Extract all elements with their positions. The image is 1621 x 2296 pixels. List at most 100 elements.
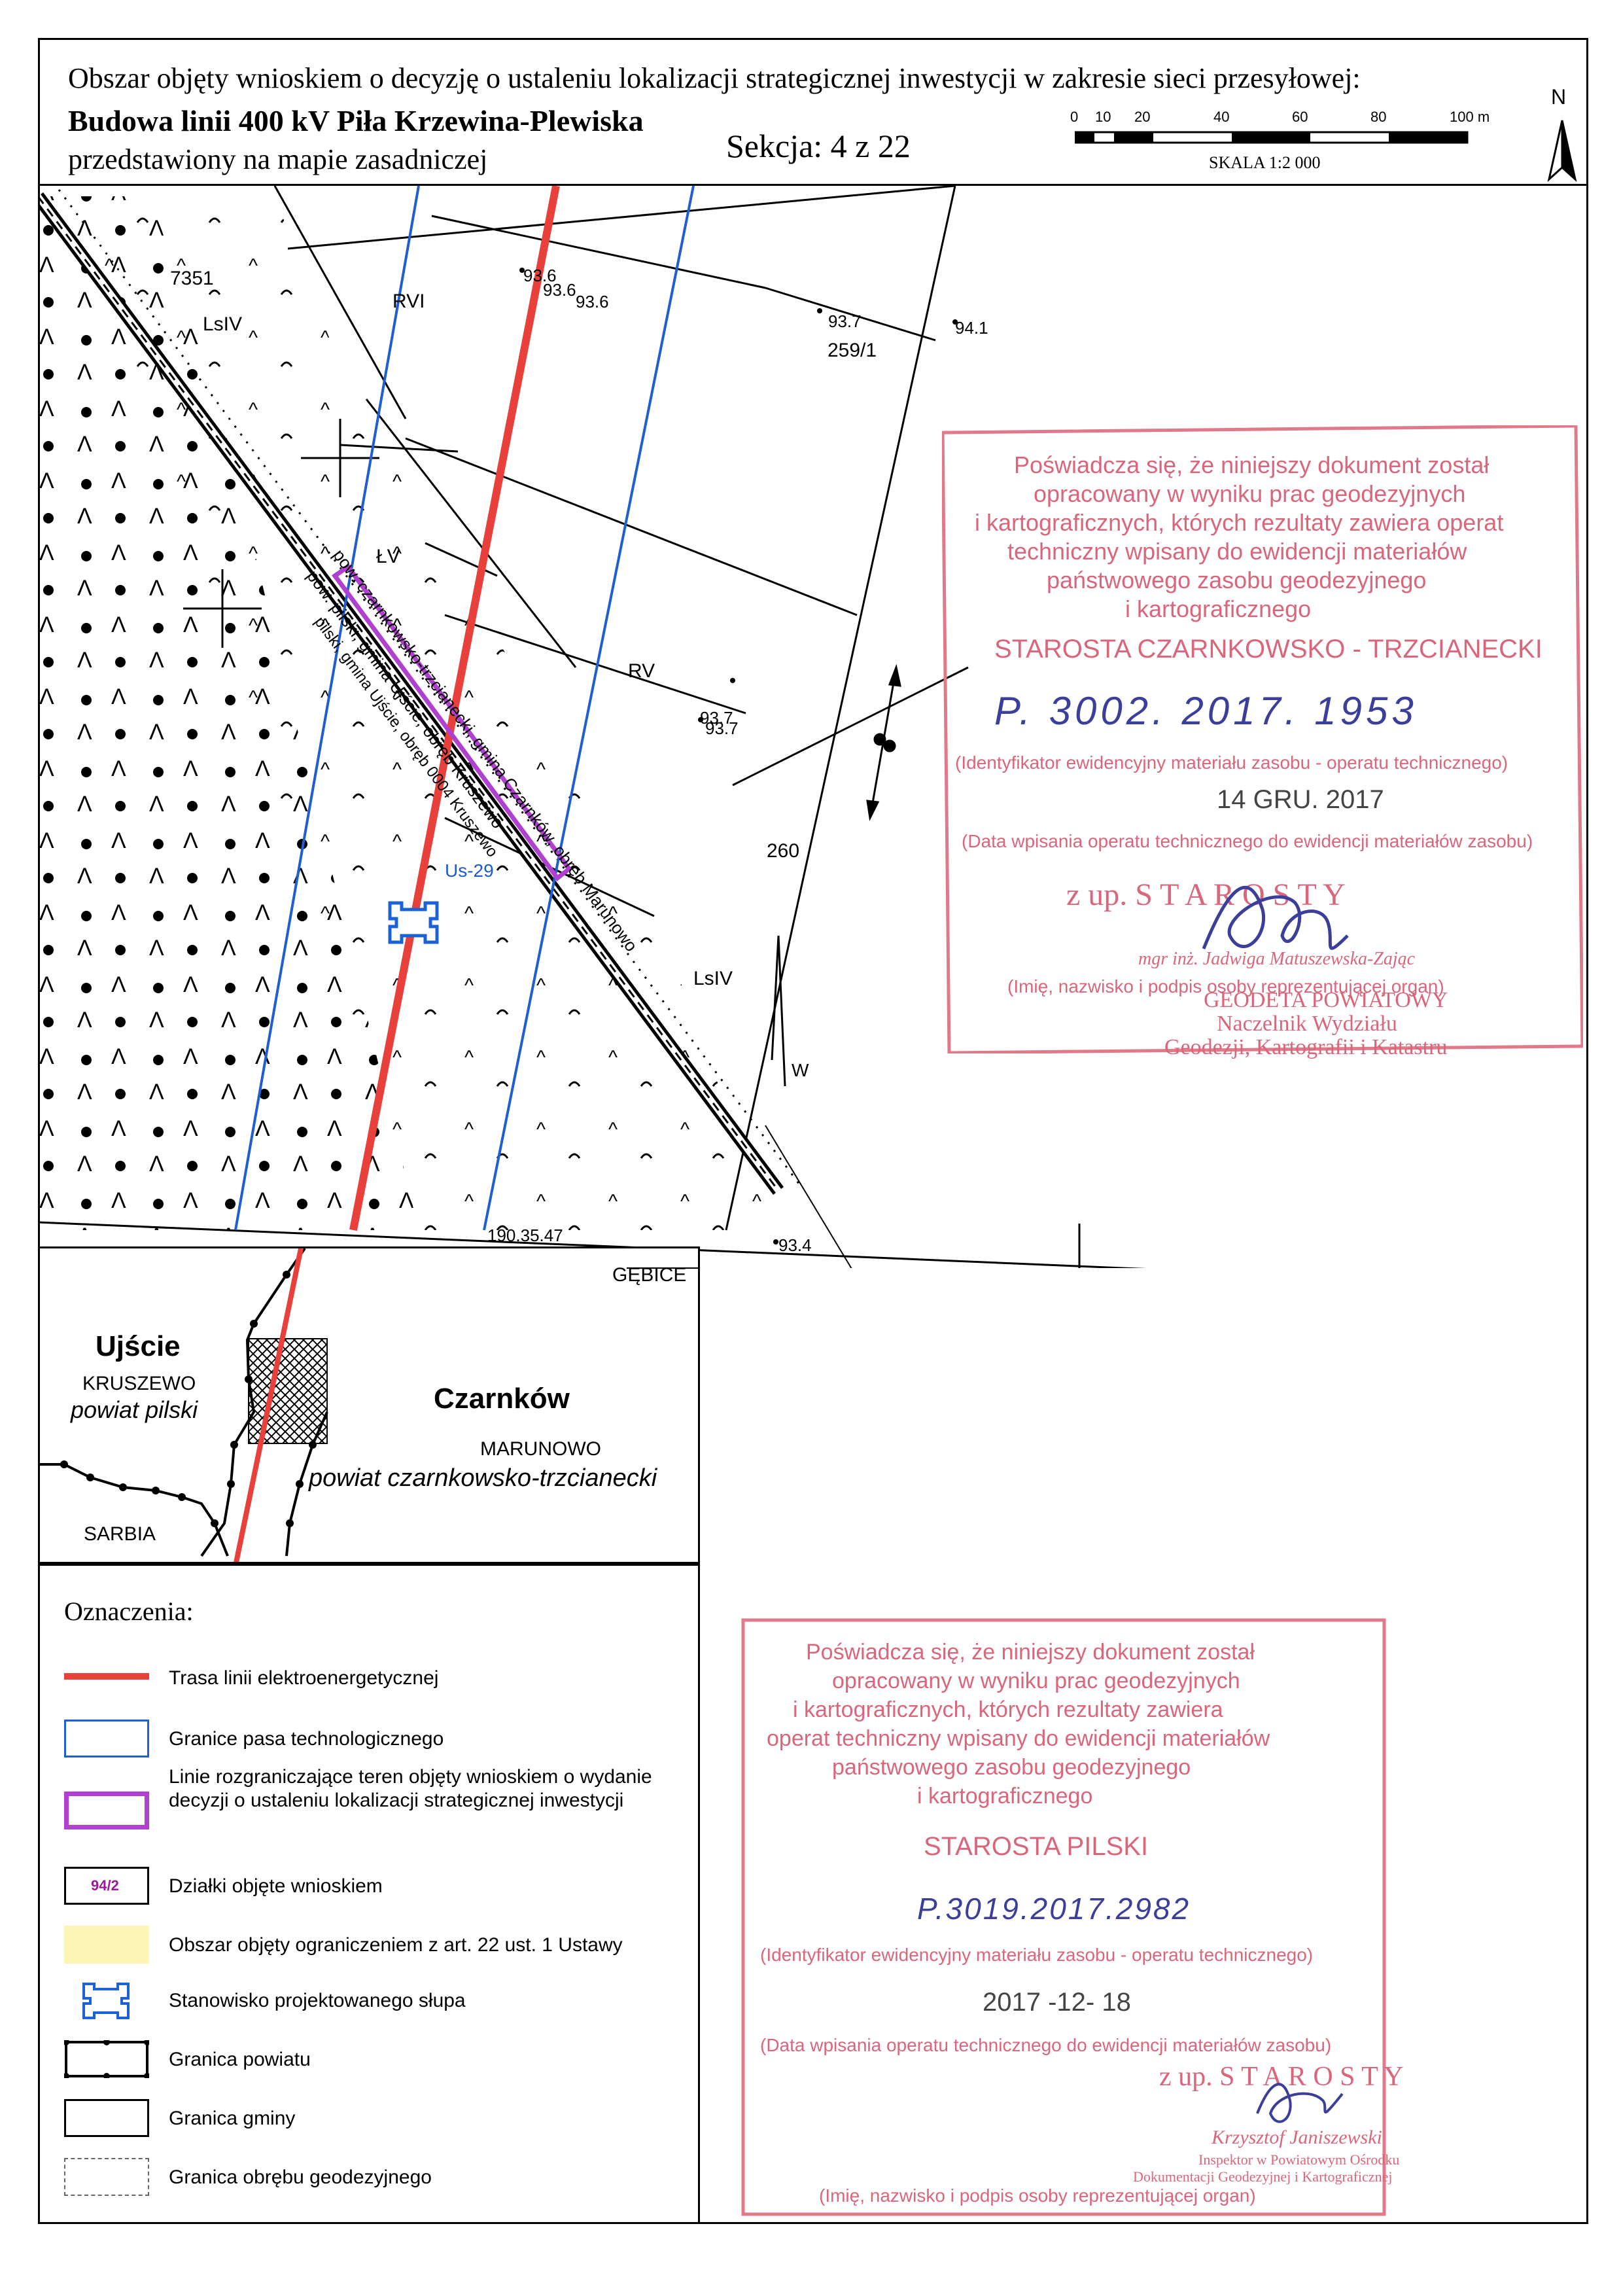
inset-village-label: MARUNOWO (480, 1438, 601, 1460)
stamp-title: Naczelnik Wydziału (1217, 1012, 1397, 1036)
elevation-label: 93.6 (523, 266, 557, 285)
inset-village-label: SARBIA (84, 1523, 156, 1545)
header-title: Obszar objęty wnioskiem o decyzję o usta… (68, 62, 1361, 94)
scale-caption: SKALA 1:2 000 (1209, 153, 1321, 172)
inset-gmina-label: Ujście (96, 1330, 181, 1362)
legend-item-pole: Stanowisko projektowanego słupa (64, 1975, 692, 2027)
legend-item-belt: Granice pasa technologicznego (64, 1713, 692, 1765)
land-class-label: ŁV (376, 546, 400, 567)
signature-image (1256, 2083, 1344, 2123)
section-number: Sekcja: 4 z 22 (726, 128, 911, 164)
stamp-name: mgr inż. Jadwiga Matuszewska-Zając (1138, 949, 1416, 969)
stamp-text: i kartograficznego (1125, 595, 1312, 622)
stamp-caption: (Identyfikator ewidencyjny materiału zas… (955, 752, 1508, 773)
stamp-text: Poświadcza się, że niniejszy dokument zo… (1014, 451, 1490, 478)
scale-tick: 20 (1134, 109, 1151, 125)
railway (38, 189, 801, 1195)
legend-text: Granica obrębu geodezyjnego (169, 2166, 432, 2188)
gmina-boundary-symbol (64, 2099, 149, 2137)
scale-tick: 100 m (1450, 109, 1490, 125)
stamp-caption: (Data wpisania operatu technicznego do e… (760, 2035, 1332, 2055)
scale-bar (1075, 131, 1469, 144)
forest-area (38, 196, 419, 1230)
stamp-date: 2017 -12- 18 (983, 1988, 1131, 2017)
stamp-title: GEODETA POWIATOWY (1204, 988, 1448, 1012)
land-class-label: W (792, 1060, 809, 1080)
obreb-boundary-symbol (64, 2158, 149, 2196)
legend-item-gmina: Granica gminy (64, 2093, 692, 2145)
legend-item-parcels: 94/2 Działki objęte wnioskiem (64, 1860, 692, 1913)
grid-crosses (183, 419, 1081, 1268)
elevation-label: 94.1 (955, 318, 988, 338)
stamp-frame (741, 1618, 1386, 2216)
measurement-arrow-icon (866, 663, 901, 821)
legend-item-route: Trasa linii elektroenergetycznej (64, 1657, 692, 1710)
map-graphics: Λ Λ ^ (38, 186, 1147, 1268)
route-symbol (64, 1673, 149, 1680)
scale-tick: 40 (1213, 109, 1230, 125)
pole-station-icon (388, 901, 439, 944)
parcel-label: 7351 (170, 268, 214, 289)
legend-text: Granice pasa technologicznego (169, 1728, 444, 1750)
scale-tick: 60 (1292, 109, 1308, 125)
certification-stamp-pila: Poświadcza się, że niniejszy dokument zo… (741, 1616, 1403, 2218)
legend-item-boundary: Linie rozgraniczające teren objęty wnios… (64, 1765, 692, 1850)
parcel-symbol: 94/2 (64, 1867, 149, 1905)
boundary-line (765, 1125, 852, 1268)
stamp-handwritten-id: P.3019.2017.2982 (917, 1892, 1191, 1926)
stamp-date: 14 GRU. 2017 (1217, 785, 1384, 814)
stamp-authority: STAROSTA PILSKI (924, 1832, 1149, 1861)
investment-boundary (332, 563, 572, 881)
power-line-route (234, 1248, 304, 1562)
pole-label: Us-29 (445, 860, 494, 881)
inset-graphics (38, 1248, 698, 1562)
stamp-text: opracowany w wyniku prac geodezyjnych (1034, 480, 1466, 507)
stamp-text: państwowego zasobu geodezyjnego (832, 1755, 1191, 1780)
stamp-title: Inspektor w Powiatowym Ośrodku (1198, 2151, 1400, 2168)
land-class-label: RV (628, 660, 655, 682)
boundary-symbol (64, 1792, 149, 1829)
stamp-zup: z up. S T A R O S T Y (1159, 2062, 1404, 2092)
north-arrow-icon (1547, 120, 1577, 183)
elevation-label: 93.6 (576, 292, 609, 311)
pole-station-icon (82, 1983, 130, 2019)
legend-text: Trasa linii elektroenergetycznej (169, 1667, 439, 1689)
stamp-authority: STAROSTA CZARNKOWSKO - TRZCIANECKI (994, 635, 1543, 663)
project-name: Budowa linii 400 kV Piła Krzewina-Plewis… (68, 104, 644, 137)
stamp-text: opracowany w wyniku prac geodezyjnych (832, 1669, 1240, 1693)
inset-powiat-label: powiat pilski (71, 1396, 198, 1423)
header: Obszar objęty wnioskiem o decyzję o usta… (38, 38, 1588, 186)
stamp-text: państwowego zasobu geodezyjnego (1047, 567, 1427, 593)
stamp-text: i kartograficznego (917, 1784, 1093, 1809)
legend-text: Obszar objęty ograniczeniem z art. 22 us… (169, 1934, 623, 1956)
land-class-label: LsIV (203, 313, 242, 335)
parcel-boundaries (38, 186, 1147, 1268)
inset-powiat-label: powiat czarnkowsko-trzcianecki (309, 1464, 657, 1492)
legend-item-powiat: Granica powiatu (64, 2034, 692, 2086)
certification-stamp-czarnkow: Poświadcza się, że niniejszy dokument zo… (942, 425, 1583, 1059)
inset-village-label: GĘBICE (612, 1264, 687, 1286)
land-class-label: RVI (392, 291, 425, 312)
scale-tick: 0 (1070, 109, 1079, 125)
page-frame (38, 38, 1588, 2224)
legend-text: Działki objęte wnioskiem (169, 1875, 383, 1897)
scale-tick: 10 (1095, 109, 1111, 125)
powiat-boundary-symbol (64, 2040, 149, 2078)
stamp-text: i kartograficznych, których rezultaty za… (975, 509, 1504, 536)
base-map: Λ Λ ^ (38, 186, 1588, 1268)
stamp-text: techniczny wpisany do ewidencji materiał… (1007, 538, 1467, 565)
elevation-label: 93.4 (778, 1235, 812, 1255)
north-label: N (1551, 85, 1567, 109)
stamp-text: Poświadcza się, że niniejszy dokument zo… (806, 1640, 1255, 1665)
parcel-label: 260 (767, 840, 799, 862)
stamp-text: i kartograficznych, których rezultaty za… (793, 1697, 1223, 1722)
inset-gmina-label: Czarnków (434, 1383, 570, 1415)
inset-location-map: GĘBICE Ujście KRUSZEWO powiat pilski Cza… (38, 1246, 700, 1564)
stamp-caption: (Imię, nazwisko i podpis osoby reprezent… (1007, 976, 1444, 997)
power-line-route (349, 186, 560, 1231)
stamp-caption: (Data wpisania operatu technicznego do e… (962, 831, 1533, 851)
scale-tick: 80 (1370, 109, 1387, 125)
legend-text: Granica gminy (169, 2108, 296, 2129)
elevation-label: 93.7 (700, 708, 733, 728)
